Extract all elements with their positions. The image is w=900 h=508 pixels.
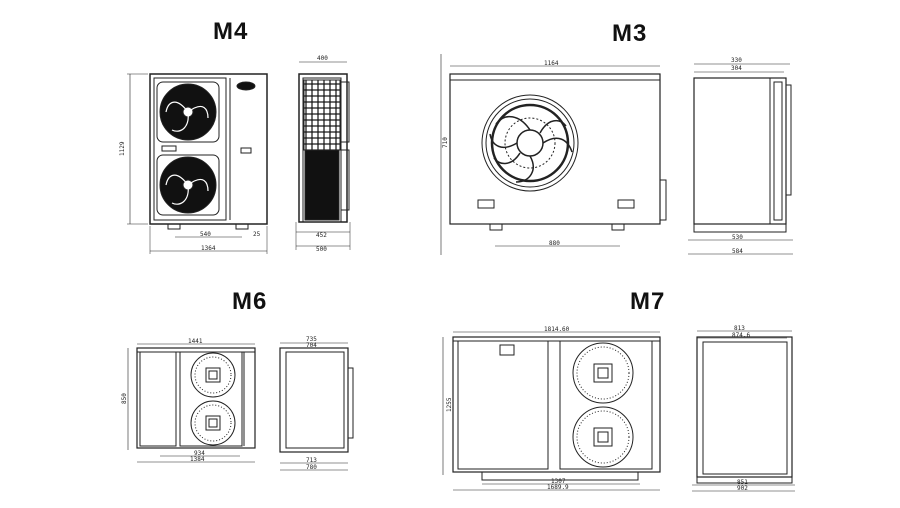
m7-front-view <box>442 331 661 491</box>
m7-side-view <box>692 330 795 492</box>
dim-m4-depth-top: 400 <box>317 55 328 62</box>
dim-m3-feet: 880 <box>549 240 560 247</box>
title-m4: M4 <box>213 18 249 45</box>
dim-m7-height: 1255 <box>446 397 453 412</box>
title-m3: M3 <box>612 20 648 47</box>
m3-side-view <box>688 63 793 255</box>
dim-m4-width: 1364 <box>201 245 216 252</box>
m6-front-view <box>127 343 256 463</box>
dim-m7-feet: 1307 <box>551 478 566 485</box>
dim-m7-bottom: 1689.9 <box>547 484 569 491</box>
dim-m4-depth-outer: 500 <box>316 246 327 253</box>
dim-m6-depth-b2: 780 <box>306 464 317 471</box>
title-m7: M7 <box>630 288 666 315</box>
dim-m3-depth-b1: 530 <box>732 234 743 241</box>
dim-m4-depth-inner: 452 <box>316 232 327 239</box>
dim-m4-feet: 540 <box>200 231 211 238</box>
m3-front-view <box>440 54 667 255</box>
logo-badge <box>236 81 256 91</box>
m4-front-view <box>127 73 268 254</box>
dim-m6-feet: 934 <box>194 450 205 457</box>
dim-m7-depth-b2: 902 <box>737 485 748 492</box>
dim-m6-bottom: 1384 <box>190 456 205 463</box>
dim-m6-depth-b1: 713 <box>306 457 317 464</box>
dim-m4-height: 1129 <box>119 141 126 156</box>
dim-m7-depth-top2: 874.6 <box>732 332 750 339</box>
dim-m7-width: 1814.60 <box>544 326 570 333</box>
dim-m7-depth-top1: 813 <box>734 325 745 332</box>
dim-m6-depth-top2: 704 <box>306 342 317 349</box>
dim-m3-height: 710 <box>442 137 449 148</box>
dim-m6-height: 850 <box>121 393 128 404</box>
m6-side-view <box>279 342 354 471</box>
dim-m7-depth-b1: 851 <box>737 479 748 486</box>
dim-m4-feet-offset: 25 <box>253 231 261 238</box>
dim-m6-width: 1441 <box>188 338 203 345</box>
m4-side-view <box>295 61 351 250</box>
dim-m3-depth-top2: 304 <box>731 65 742 72</box>
dim-m6-depth-top1: 735 <box>306 336 317 343</box>
title-m6: M6 <box>232 288 268 315</box>
dim-m3-depth-top1: 330 <box>731 57 742 64</box>
dim-m3-width: 1164 <box>544 60 559 67</box>
dim-m3-depth-b2: 584 <box>732 248 743 255</box>
